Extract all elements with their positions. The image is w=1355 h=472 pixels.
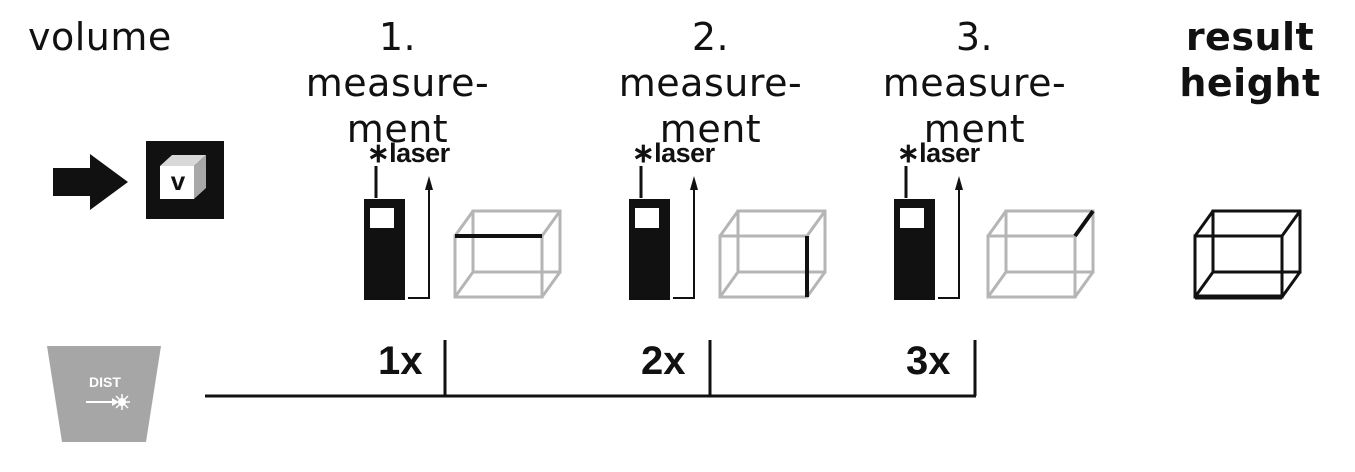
dist-key-label: DIST xyxy=(89,374,121,390)
header-measurement-3-line2: ment xyxy=(923,107,1026,151)
box-length-edge-icon xyxy=(453,209,562,299)
header-result-line2: height xyxy=(1179,61,1321,105)
laser-label-3: ∗laser xyxy=(897,138,980,169)
box-depth-edge-icon xyxy=(986,209,1095,299)
press-count-1: 1x xyxy=(378,339,423,383)
laser-device-3 xyxy=(894,166,935,300)
header-measurement-2-line2: ment xyxy=(659,107,762,151)
header-measurement-3: 3. measure- ment xyxy=(862,14,1087,152)
header-measurement-3-line1: 3. measure- xyxy=(882,15,1067,105)
laser-device-2 xyxy=(629,166,670,300)
laser-label-text: laser xyxy=(919,138,980,168)
laser-label-text: laser xyxy=(389,138,450,168)
header-measurement-2: 2. measure- ment xyxy=(598,14,823,152)
laser-label-2: ∗laser xyxy=(632,138,715,169)
laser-star-icon: ∗ xyxy=(897,138,920,168)
volume-mode-icon xyxy=(146,141,224,219)
box-height-edge-icon xyxy=(718,209,827,299)
volume-mode-letter: v xyxy=(170,166,186,196)
press-count-2: 2x xyxy=(641,339,686,383)
press-timeline xyxy=(205,340,977,398)
laser-label-text: laser xyxy=(654,138,715,168)
header-volume-text: volume xyxy=(28,15,172,59)
press-count-3: 3x xyxy=(906,339,951,383)
laser-label-1: ∗laser xyxy=(367,138,450,169)
result-box-icon xyxy=(1193,209,1302,300)
laser-beam-arrow-1 xyxy=(408,176,433,299)
header-measurement-1-line1: 1. measure- xyxy=(305,15,490,105)
laser-device-1 xyxy=(364,166,405,300)
laser-beam-arrow-2 xyxy=(673,176,698,299)
header-result: result height xyxy=(1165,14,1335,106)
header-measurement-1-line2: ment xyxy=(346,107,449,151)
header-measurement-2-line1: 2. measure- xyxy=(618,15,803,105)
laser-beam-arrow-3 xyxy=(938,176,963,299)
arrow-right-icon xyxy=(53,154,128,210)
header-measurement-1: 1. measure- ment xyxy=(285,14,510,152)
header-volume: volume xyxy=(28,14,172,60)
header-result-line1: result xyxy=(1185,15,1315,59)
laser-star-icon: ∗ xyxy=(632,138,655,168)
dist-key-button xyxy=(47,346,161,442)
laser-star-icon: ∗ xyxy=(367,138,390,168)
